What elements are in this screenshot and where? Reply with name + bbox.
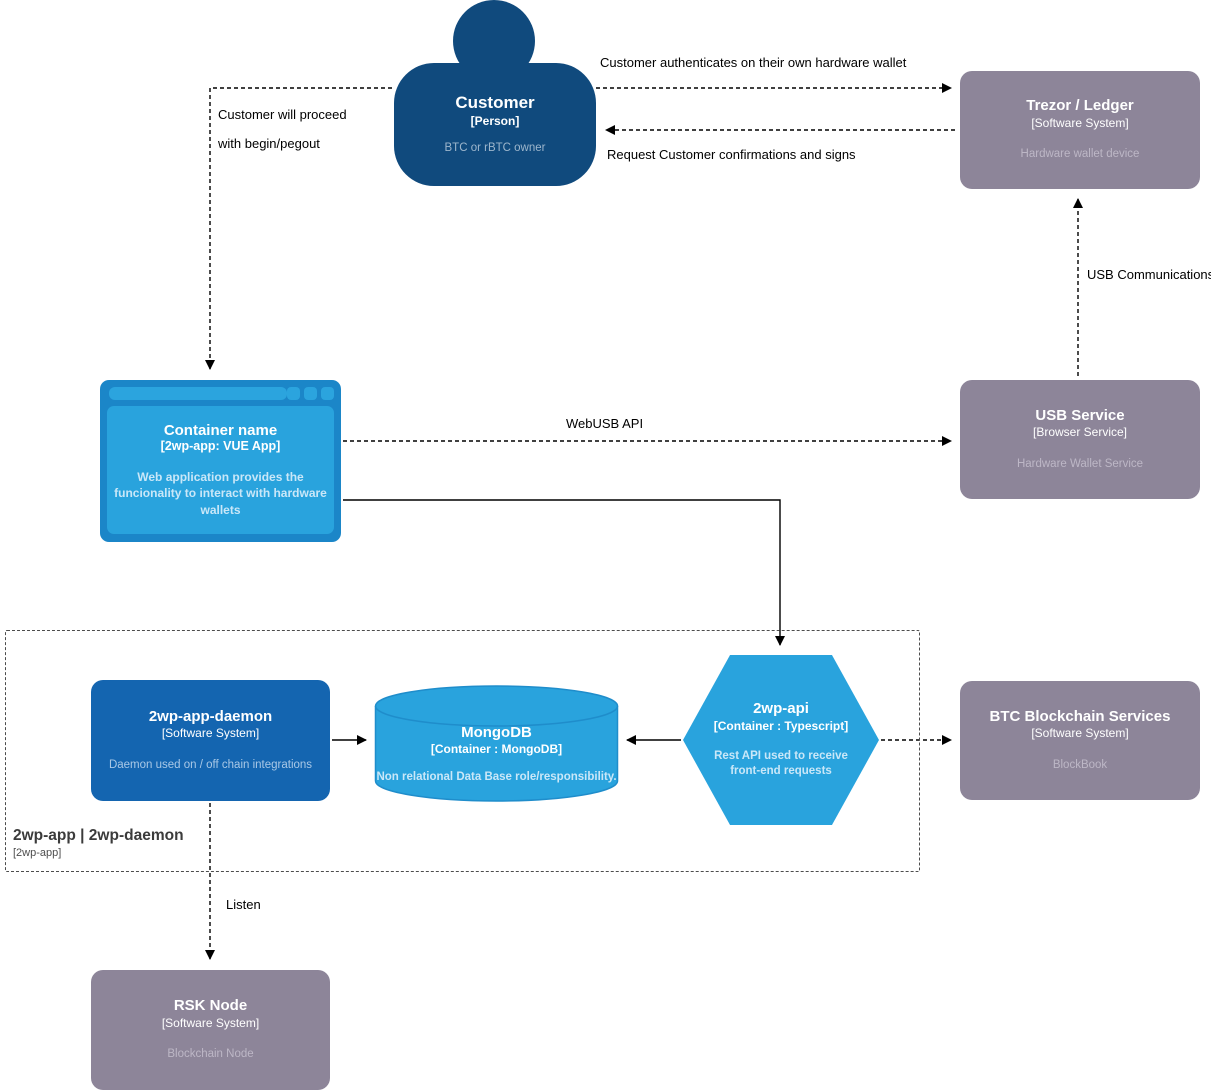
edge-label-listen: Listen: [226, 897, 261, 912]
boundary-label: 2wp-app | 2wp-daemon [2wp-app]: [13, 827, 184, 859]
node-mongodb-title: MongoDB: [461, 723, 532, 741]
node-btc-services-title: BTC Blockchain Services: [989, 707, 1171, 725]
cylinder-shape: [374, 685, 619, 802]
node-customer-subtitle: [Person]: [470, 113, 520, 128]
node-api: 2wp-api [Container : Typescript] Rest AP…: [683, 655, 879, 825]
edge-label-usb-comms: USB Communications: [1087, 267, 1211, 282]
node-trezor-ledger: Trezor / Ledger [Software System] Hardwa…: [960, 71, 1200, 189]
node-rsk-description: Blockchain Node: [167, 1048, 254, 1061]
node-daemon-description: Daemon used on / off chain integrations: [108, 758, 313, 771]
node-mongodb-body: MongoDB [Container : MongoDB] Non relati…: [376, 702, 616, 786]
edge-label-proceed-line2: with begin/pegout: [218, 136, 320, 151]
browser-button-icon: [304, 387, 317, 400]
node-rsk-subtitle: [Software System]: [161, 1015, 260, 1030]
node-container-description: Web application provides the funcionalit…: [114, 470, 327, 517]
node-btc-services: BTC Blockchain Services [Software System…: [960, 681, 1200, 800]
edge-label-authenticate: Customer authenticates on their own hard…: [600, 55, 907, 70]
node-rsk-title: RSK Node: [173, 997, 248, 1015]
node-daemon: 2wp-app-daemon [Software System] Daemon …: [91, 680, 330, 801]
node-mongodb-description: Non relational Data Base role/responsibi…: [376, 770, 617, 783]
node-customer-description: BTC or rBTC owner: [444, 142, 546, 155]
node-trezor-title: Trezor / Ledger: [1026, 97, 1134, 115]
node-container-app-body: Container name [2wp-app: VUE App] Web ap…: [107, 406, 334, 534]
node-usb-service-title: USB Service: [1035, 406, 1125, 424]
node-daemon-title: 2wp-app-daemon: [148, 707, 273, 725]
node-usb-service-subtitle: [Browser Service]: [1032, 425, 1128, 440]
browser-titlebar: [100, 380, 341, 406]
edge-label-webusb: WebUSB API: [566, 416, 644, 431]
node-trezor-subtitle: [Software System]: [1031, 115, 1129, 130]
boundary-subtitle: [2wp-app]: [13, 847, 62, 859]
node-api-description: Rest API used to receive front-end reque…: [714, 749, 848, 778]
node-container-title: Container name: [163, 422, 278, 440]
boundary-title: 2wp-app | 2wp-daemon: [13, 827, 184, 844]
boundary-2wp-app: [5, 630, 920, 872]
node-btc-services-subtitle: [Software System]: [1031, 726, 1129, 741]
browser-button-icon: [321, 387, 334, 400]
browser-address-bar: [109, 387, 287, 400]
node-mongodb: MongoDB [Container : MongoDB] Non relati…: [374, 685, 619, 802]
node-api-subtitle: [Container : Typescript]: [713, 719, 849, 734]
node-customer: Customer [Person] BTC or rBTC owner: [394, 63, 596, 186]
edge-label-request-confirm: Request Customer confirmations and signs: [607, 147, 856, 162]
browser-button-icon: [287, 387, 300, 400]
node-mongodb-subtitle: [Container : MongoDB]: [430, 742, 563, 757]
node-usb-service-description: Hardware Wallet Service: [1016, 457, 1144, 470]
node-btc-services-description: BlockBook: [1052, 758, 1108, 771]
node-api-title: 2wp-api: [753, 700, 809, 718]
node-customer-title: Customer: [455, 93, 535, 113]
edge-label-proceed-line1: Customer will proceed: [218, 107, 347, 122]
node-trezor-description: Hardware wallet device: [1020, 148, 1140, 161]
node-daemon-subtitle: [Software System]: [161, 726, 260, 741]
node-container-subtitle: [2wp-app: VUE App]: [160, 439, 281, 454]
node-usb-service: USB Service [Browser Service] Hardware W…: [960, 380, 1200, 499]
node-rsk: RSK Node [Software System] Blockchain No…: [91, 970, 330, 1090]
node-container-app: Container name [2wp-app: VUE App] Web ap…: [100, 380, 341, 542]
